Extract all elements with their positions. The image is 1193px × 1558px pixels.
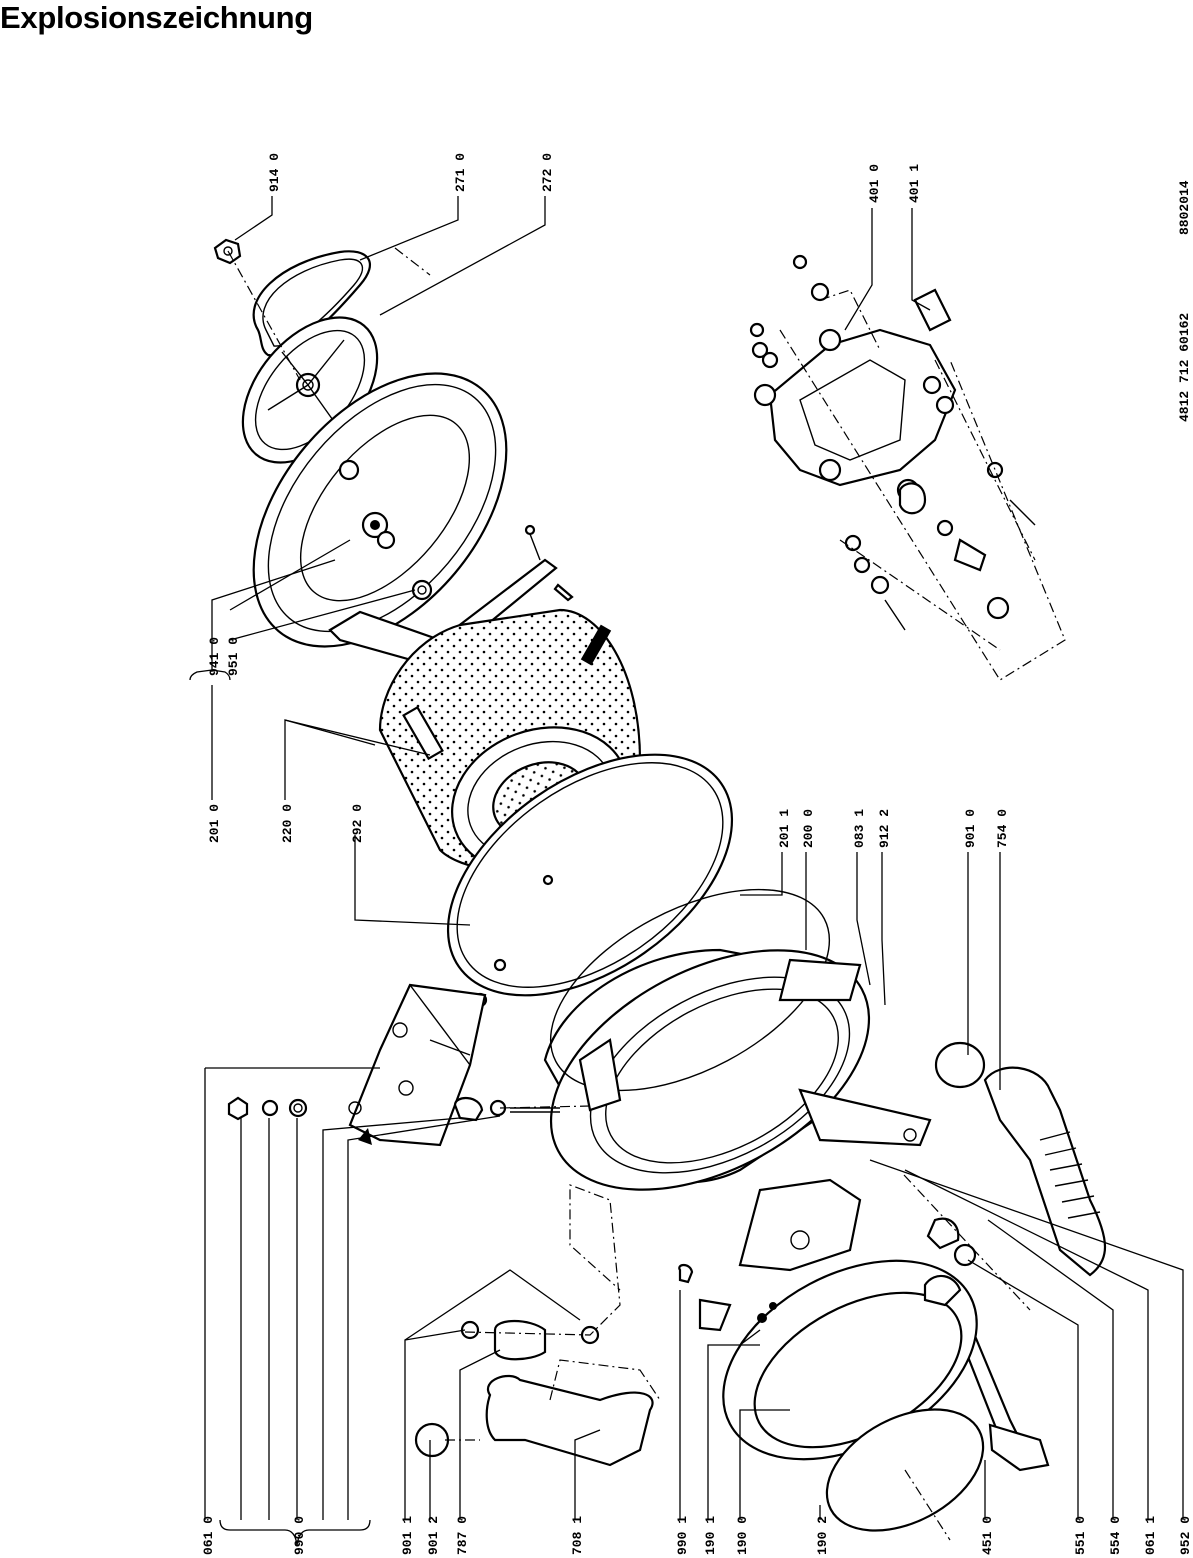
drum-assembly: [213, 238, 734, 1008]
label-200-0: 200 0: [801, 809, 816, 848]
label-190-2: 190 2: [815, 1516, 830, 1555]
document-number: 4812 712 60162: [1177, 313, 1192, 422]
drawing-number: 8802014: [1177, 180, 1192, 235]
label-292-0: 292 0: [350, 804, 365, 843]
gasket-ring-201-1: [446, 753, 734, 997]
pump-housing: [738, 1178, 862, 1272]
label-401-0: 401 0: [867, 164, 882, 203]
motor-brush-401-1: [913, 288, 952, 332]
part-labels: 061 0 990 0 901 1 901 2 787 0 708 1 990 …: [201, 153, 1193, 1555]
motor-assembly: [749, 254, 1066, 681]
label-190-0: 190 0: [735, 1516, 750, 1555]
label-901-1: 901 1: [400, 1516, 415, 1555]
label-201-1: 201 1: [777, 809, 792, 848]
hose-clamp-901: [934, 1041, 986, 1089]
label-990-1: 990 1: [675, 1516, 690, 1555]
page-title: Explosionszeichnung: [0, 0, 313, 35]
label-551-0: 551 0: [1073, 1516, 1088, 1555]
hose-708: [485, 1374, 654, 1467]
label-787-0: 787 0: [455, 1516, 470, 1555]
drive-belt-271: [252, 250, 372, 357]
label-901-2: 901 2: [426, 1516, 441, 1555]
drain-hose-754: [983, 1066, 1107, 1277]
leader-lines: [189, 196, 1184, 1546]
label-083-1: 083 1: [852, 809, 867, 848]
label-272-0: 272 0: [540, 153, 555, 192]
label-554-0: 554 0: [1108, 1516, 1123, 1555]
label-201-0: 201 0: [207, 804, 222, 843]
label-912-2: 912 2: [877, 809, 892, 848]
label-901-0: 901 0: [963, 809, 978, 848]
label-990-0: 990 0: [292, 1516, 307, 1555]
label-190-1: 190 1: [703, 1516, 718, 1555]
drum-spider: [328, 558, 558, 670]
label-451-0: 451 0: [980, 1516, 995, 1555]
label-708-1: 708 1: [570, 1516, 585, 1555]
label-061-0: 061 0: [201, 1516, 216, 1555]
label-220-0: 220 0: [280, 804, 295, 843]
tub-assembly: [227, 888, 1107, 1541]
tub-front-rim: [549, 949, 871, 1191]
label-401-1: 401 1: [907, 164, 922, 203]
drum-back-plate: [252, 372, 508, 648]
hose-787: [493, 1320, 547, 1361]
nut-990: [227, 1096, 249, 1121]
nut-914: [213, 238, 242, 265]
label-061-1: 061 1: [1143, 1516, 1158, 1555]
label-941-0: 941 0: [207, 637, 222, 676]
label-951-0: 951 0: [226, 637, 241, 676]
bearing-941: [411, 579, 433, 601]
label-952-0: 952 0: [1178, 1516, 1193, 1555]
label-754-0: 754 0: [995, 809, 1010, 848]
label-914-0: 914 0: [267, 153, 282, 192]
label-271-0: 271 0: [453, 153, 468, 192]
